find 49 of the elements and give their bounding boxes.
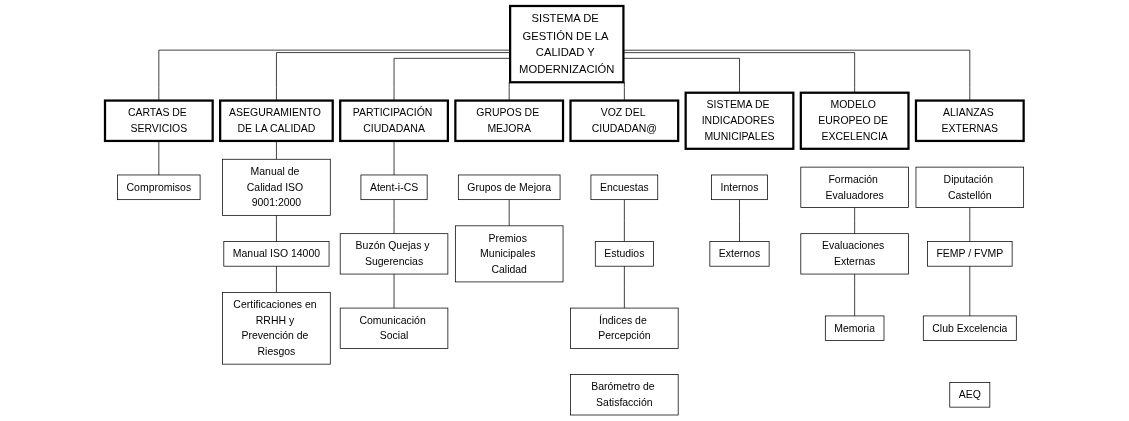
node-box: GRUPOS DE MEJORA xyxy=(454,99,565,143)
node-box: Manual de Calidad ISO 9001:2000 xyxy=(222,158,331,216)
node-box: Compromisos xyxy=(117,174,201,201)
node-box: Premios Municipales Calidad xyxy=(455,225,564,283)
node-box: Índices de Percepción xyxy=(570,307,679,349)
node-box: ALIANZAS EXTERNAS xyxy=(915,99,1025,143)
node-box: SISTEMA DE INDICADORES MUNICIPALES xyxy=(684,91,795,150)
connector xyxy=(276,140,277,160)
node-box: Memoria xyxy=(825,315,885,341)
connector xyxy=(854,207,856,235)
node-box: Comunicación Social xyxy=(340,307,449,349)
node-box: PARTICIPACIÓN CIUDADANA xyxy=(339,99,450,143)
node-box: Internos xyxy=(711,174,768,201)
node-box: Grupos de Mejora xyxy=(458,174,561,201)
node-box: SISTEMA DE GESTIÓN DE LA CALIDAD Y MODERNIZACIÓN xyxy=(509,4,625,84)
connector xyxy=(969,265,971,317)
node-box: Encuestas xyxy=(590,174,659,201)
connector xyxy=(158,49,511,101)
node-box: MODELO EUROPEO DE EXCELENCIA xyxy=(799,91,910,150)
node-box: Barómetro de Satisfacción xyxy=(570,374,679,416)
connector xyxy=(393,57,511,101)
connector xyxy=(624,199,625,242)
node-box: CARTAS DE SERVICIOS xyxy=(104,99,214,143)
node-box: Estudios xyxy=(595,241,654,267)
connector xyxy=(624,265,625,309)
connector xyxy=(276,214,277,242)
node-box: VOZ DEL CIUDADAN@ xyxy=(569,99,680,143)
connector xyxy=(623,49,971,101)
connector xyxy=(276,52,511,101)
node-box: Externos xyxy=(709,241,770,267)
node-box: Manual ISO 14000 xyxy=(223,241,330,267)
node-box: Diputación Castellón xyxy=(915,166,1025,208)
node-box: ASEGURAMIENTO DE LA CALIDAD xyxy=(219,99,334,143)
connector xyxy=(854,273,856,317)
node-box: FEMP / FVMP xyxy=(927,241,1013,267)
connector xyxy=(969,207,971,242)
connector xyxy=(393,199,395,235)
node-box: Certificaciones en RRHH y Prevención de Riesgos xyxy=(222,292,331,365)
node-box: Evaluaciones Externas xyxy=(800,233,910,275)
node-box: Atent-i-CS xyxy=(360,174,428,201)
node-box: AEQ xyxy=(949,382,991,408)
connector xyxy=(276,265,277,293)
node-box: Formación Evaluadores xyxy=(800,166,910,208)
connector xyxy=(739,199,741,242)
connector xyxy=(509,199,510,227)
node-box: Buzón Quejas y Sugerencias xyxy=(340,233,449,275)
node-box: Club Excelencia xyxy=(923,315,1017,341)
connector xyxy=(393,140,395,176)
connector xyxy=(158,140,160,176)
